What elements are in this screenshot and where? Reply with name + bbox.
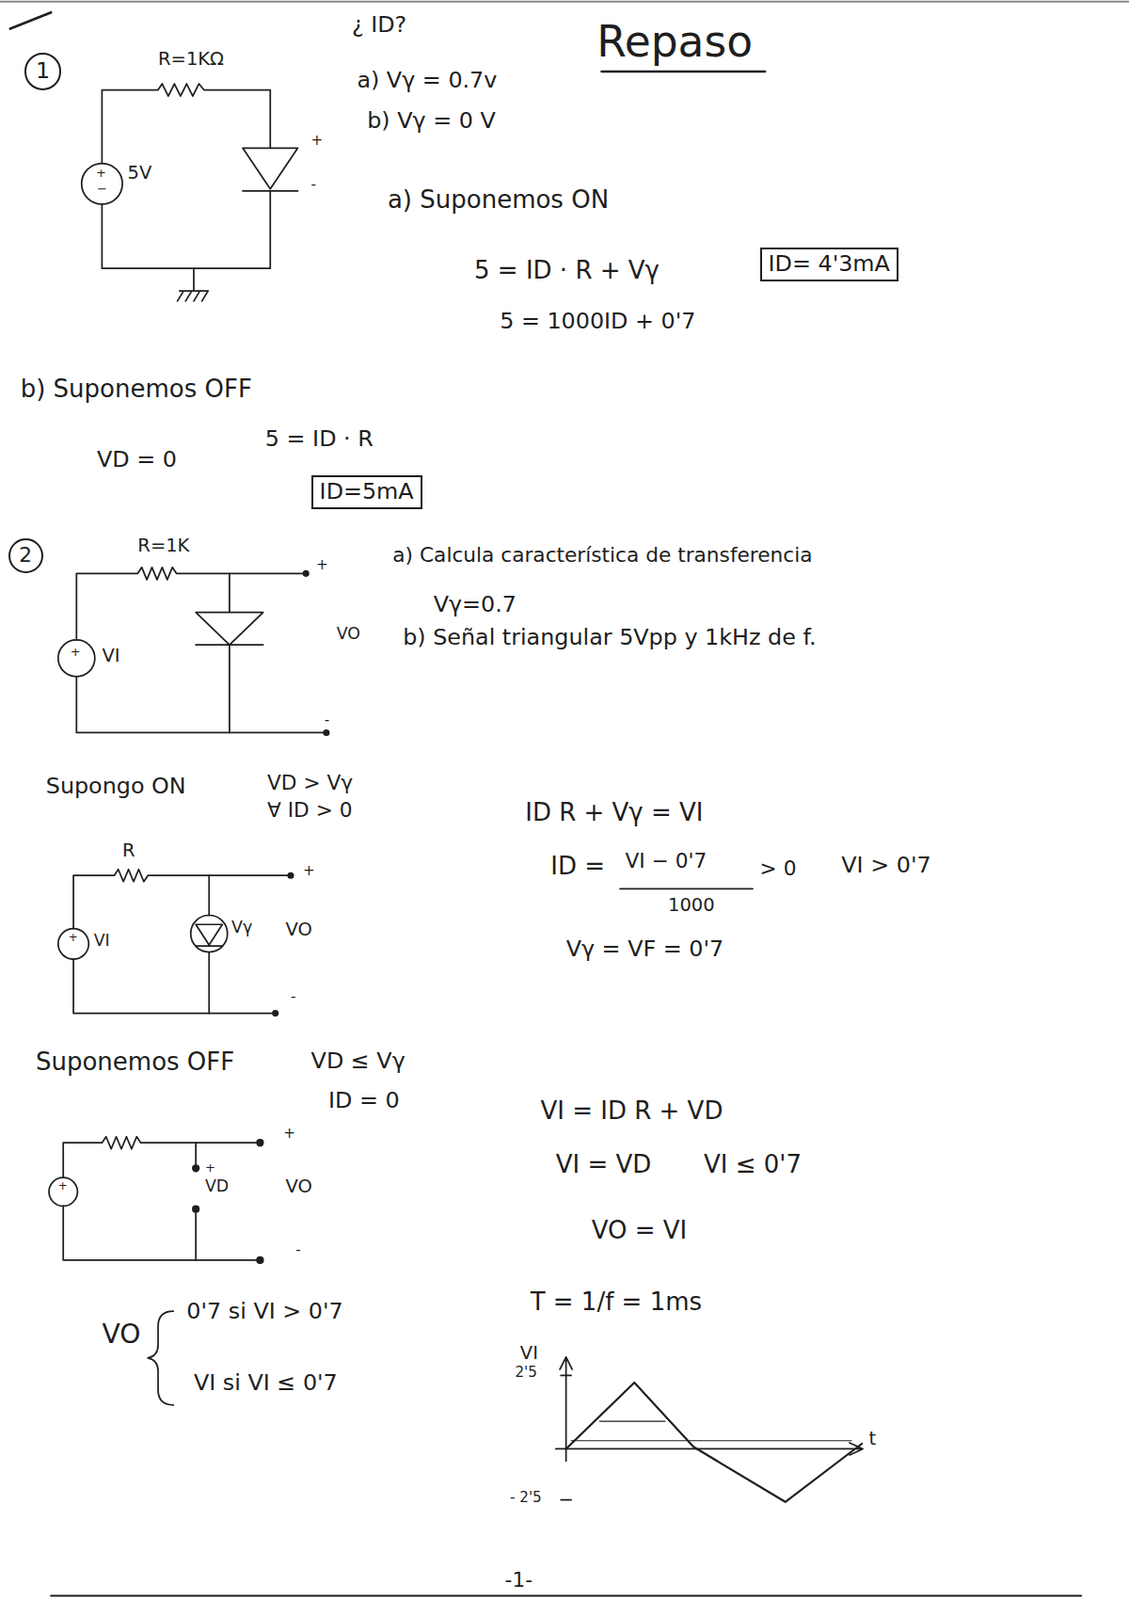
note-text: VD = 0: [96, 446, 177, 473]
note-text: VI − 0'7: [624, 849, 707, 874]
note-text: +: [58, 1179, 68, 1193]
note-text: VI > 0'7: [841, 852, 931, 878]
note-text: ID =: [550, 852, 605, 881]
answer-box: ID= 4'3mA: [760, 247, 899, 281]
note-text: Vγ=0.7: [433, 591, 517, 618]
note-text: -1-: [505, 1568, 533, 1592]
note-text: -: [295, 1241, 301, 1258]
note-text: ID R + Vγ = VI: [524, 798, 703, 827]
note-text: VD ≤ Vγ: [311, 1048, 406, 1074]
note-text: VI: [101, 645, 120, 667]
note-text: R=1K: [137, 535, 190, 557]
note-text: VO: [336, 624, 361, 644]
note-text: +: [205, 1160, 216, 1176]
note-text: VI si VI ≤ 0'7: [193, 1369, 338, 1396]
note-text: −: [96, 182, 108, 197]
note-text: -: [311, 176, 317, 193]
note-text: R: [122, 840, 136, 861]
node-text: 1: [35, 58, 50, 84]
note-text: Vγ = VF = 0'7: [566, 936, 725, 962]
note-text: ¿ ID?: [351, 12, 407, 38]
note-text: Supongo ON: [46, 773, 187, 799]
note-text: +: [68, 931, 79, 945]
note-text: 2'5: [514, 1364, 537, 1381]
note-text: +: [283, 1125, 296, 1142]
note-text: 5V: [127, 162, 153, 184]
note-text: t: [869, 1428, 877, 1449]
note-text: a) Vγ = 0.7v: [356, 67, 497, 94]
note-text: 5 = ID · R: [265, 426, 374, 452]
node-text: ID=5mA: [319, 478, 414, 505]
note-text: ID = 0: [328, 1087, 400, 1114]
note-text: VI = VD: [556, 1150, 652, 1179]
circled-number: 2: [8, 538, 44, 573]
node-text: ID= 4'3mA: [768, 251, 891, 277]
note-text: b) Suponemos OFF: [20, 375, 253, 404]
note-text: ∀ ID > 0: [267, 798, 353, 823]
note-text: 0'7 si VI > 0'7: [186, 1298, 343, 1324]
note-text: VD: [205, 1176, 229, 1196]
note-text: > 0: [760, 857, 797, 881]
page-title: Repaso: [596, 18, 753, 66]
note-text: Vγ: [231, 918, 253, 938]
note-text: R=1KΩ: [158, 48, 224, 70]
note-text: +: [302, 862, 316, 879]
note-text: a) Calcula característica de transferenc…: [392, 543, 812, 568]
note-text: b) Señal triangular 5Vpp y 1kHz de f.: [402, 624, 816, 651]
note-text: +: [70, 645, 81, 660]
node-text: 2: [18, 543, 32, 568]
answer-box: ID=5mA: [311, 475, 423, 509]
note-text: VO: [286, 919, 313, 940]
note-text: VO = VI: [591, 1216, 688, 1245]
note-text: VI = ID R + VD: [540, 1097, 724, 1126]
note-text: 5 = ID · R + Vγ: [474, 256, 660, 286]
note-text: VO: [286, 1176, 313, 1197]
note-text: Suponemos OFF: [35, 1048, 235, 1077]
note-text: -: [324, 712, 330, 729]
note-text: VO: [101, 1319, 141, 1350]
note-text: 5 = 1000ID + 0'7: [499, 308, 696, 334]
note-text: +: [316, 556, 329, 573]
note-text: VI: [94, 931, 111, 951]
note-text: T = 1/f = 1ms: [530, 1288, 702, 1317]
note-text: -: [290, 988, 296, 1005]
note-text: - 2'5: [509, 1489, 542, 1506]
circled-number: 1: [24, 52, 62, 90]
note-text: VD > Vγ: [267, 771, 353, 796]
note-text: VI: [520, 1342, 539, 1364]
note-text: +: [311, 132, 324, 149]
note-text: VI ≤ 0'7: [703, 1150, 802, 1179]
note-text: b) Vγ = 0 V: [366, 108, 496, 134]
note-text: a) Suponemos ON: [387, 186, 609, 215]
note-text: 1000: [667, 894, 716, 916]
note-text: +: [95, 166, 107, 181]
